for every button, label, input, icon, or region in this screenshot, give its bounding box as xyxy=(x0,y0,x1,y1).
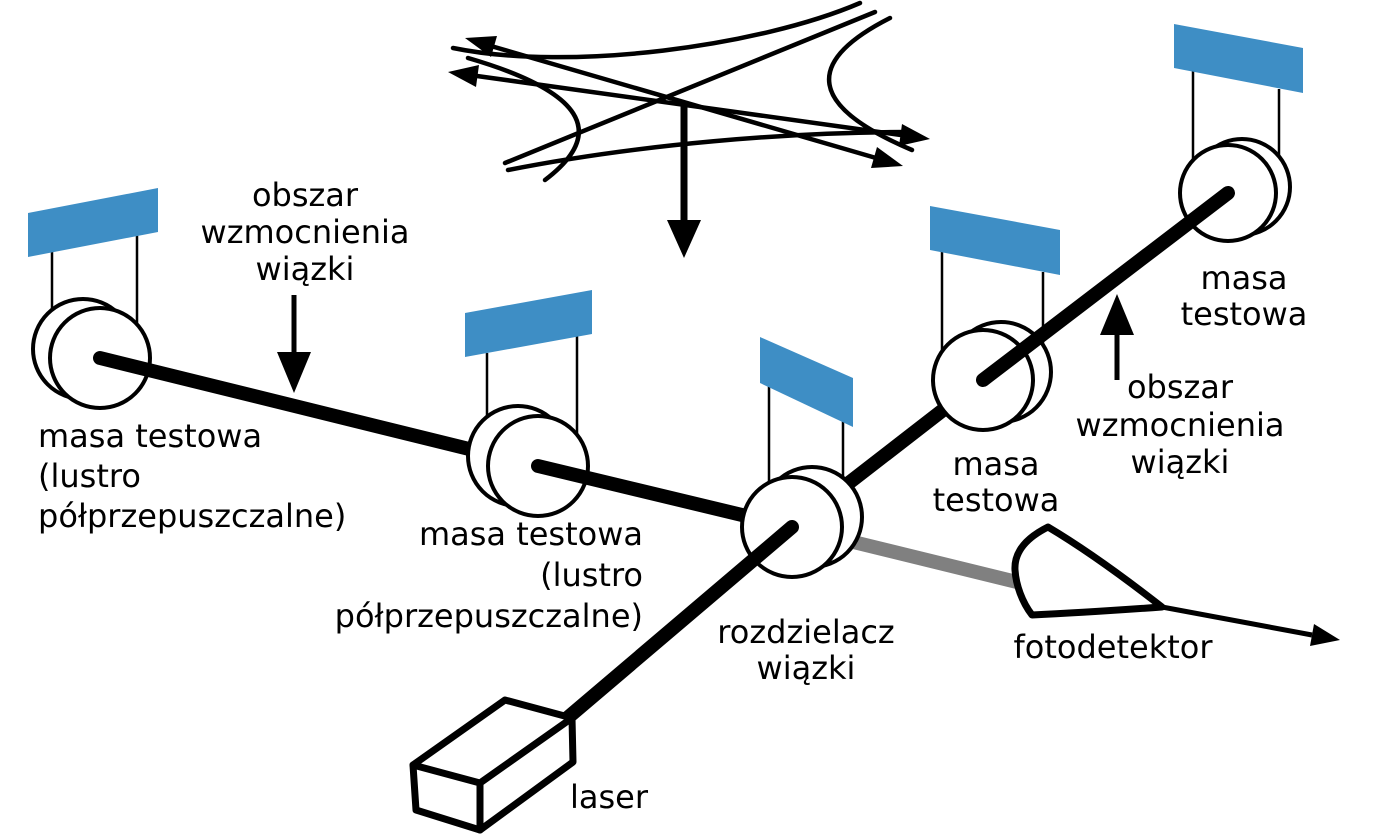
photodetector-device xyxy=(1011,523,1340,646)
label-line: masa xyxy=(952,445,1039,483)
label-line: wiązki xyxy=(1131,443,1230,481)
suspension-support-panel xyxy=(760,337,853,427)
label-laser: laser xyxy=(570,778,649,816)
laser-box-edges xyxy=(409,714,576,834)
label-amplification-right: obszar wzmocnienia wiązki xyxy=(1076,368,1285,481)
label-line: masa testowa xyxy=(38,417,262,455)
label-beam-splitter: rozdzielacz wiązki xyxy=(717,613,894,687)
gw-curve-bottom xyxy=(505,129,913,173)
labels-layer: obszar wzmocnienia wiązki obszar wzmocni… xyxy=(38,176,1307,816)
beam-y-arm-outer xyxy=(976,186,1235,387)
label-line: wiązki xyxy=(757,649,856,687)
label-line: (lustro xyxy=(540,556,643,594)
label-line: masa testowa xyxy=(419,515,643,553)
label-line: półprzepuszczalne) xyxy=(38,497,346,535)
label-line: (lustro xyxy=(38,457,141,495)
beam-x-arm-outer xyxy=(93,351,545,473)
test-mass-inner-right xyxy=(930,206,1060,432)
down-arrow-head-icon xyxy=(277,352,311,393)
label-line: wzmocnienia xyxy=(201,213,410,251)
suspension-support-panel xyxy=(1174,24,1303,93)
suspension-support-panel xyxy=(465,290,592,357)
label-line: obszar xyxy=(252,176,359,214)
test-mass-far-right xyxy=(1174,24,1303,243)
label-amplification-left: obszar wzmocnienia wiązki xyxy=(201,176,410,288)
laser-device xyxy=(409,696,577,834)
suspension-support-panel xyxy=(930,206,1060,275)
test-mass-far-left xyxy=(28,188,158,410)
gain-region-arrow-left xyxy=(277,295,311,393)
gw-curve-top xyxy=(450,0,863,60)
label-photodetector: fotodetektor xyxy=(1013,628,1213,666)
label-line: wzmocnienia xyxy=(1076,406,1285,444)
output-arrow-head-icon xyxy=(1310,624,1340,646)
label-test-mass-far-right: masa testowa xyxy=(1181,259,1308,333)
beam-laser-input xyxy=(538,520,799,744)
photodetector-horn xyxy=(1011,523,1166,619)
laser-box-outline xyxy=(409,696,577,834)
gw-arrowhead-upper-right-icon xyxy=(899,124,930,146)
beam-splitter xyxy=(740,337,864,579)
propagation-arrow-head-icon xyxy=(667,220,701,258)
label-line: testowa xyxy=(933,481,1060,519)
label-line: obszar xyxy=(1127,368,1234,406)
label-line: masa xyxy=(1200,259,1287,297)
test-mass-inner-left xyxy=(465,290,592,518)
gw-arrowhead-lower-right-icon xyxy=(871,147,903,168)
label-line: rozdzielacz xyxy=(717,613,894,651)
gw-line-plain xyxy=(502,9,878,166)
gain-region-arrow-right xyxy=(1100,294,1134,380)
suspension-support-panel xyxy=(28,188,158,257)
gw-axis-line-2 xyxy=(474,73,904,138)
label-test-mass-far-left: masa testowa (lustro półprzepuszczalne) xyxy=(38,417,346,535)
gw-arrowhead-upper-left-icon xyxy=(465,36,497,57)
label-test-mass-inner-left: masa testowa (lustro półprzepuszczalne) xyxy=(335,515,643,635)
gravitational-wave-icon xyxy=(448,0,930,258)
up-arrow-head-icon xyxy=(1100,294,1134,335)
label-line: testowa xyxy=(1181,295,1308,333)
label-line: wiązki xyxy=(256,250,355,288)
output-arrow-shaft xyxy=(1161,604,1313,638)
label-line: półprzepuszczalne) xyxy=(335,597,643,635)
label-test-mass-inner-right: masa testowa xyxy=(933,445,1060,519)
gw-arrowhead-lower-left-icon xyxy=(448,65,479,87)
gw-hyperbola-left xyxy=(465,55,581,183)
